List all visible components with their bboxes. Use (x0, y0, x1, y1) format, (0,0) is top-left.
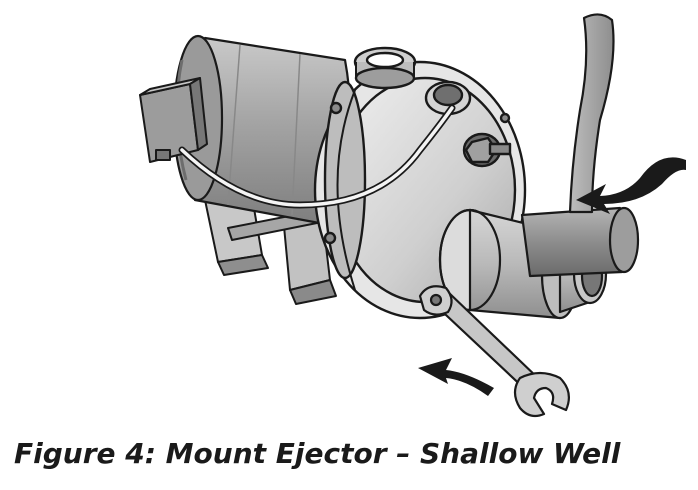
curved-arrow-clockwise-icon (576, 157, 686, 214)
pressure-tube (178, 104, 456, 209)
curved-arrow-counterclockwise-icon (418, 358, 494, 396)
open-end-wrench (418, 285, 571, 418)
suction-pipe (520, 206, 640, 278)
pipe-wrench-handle (568, 13, 615, 214)
switch-box (139, 77, 208, 163)
figure-caption: Figure 4: Mount Ejector – Shallow Well (14, 437, 621, 470)
pump-ejector-illustration (139, 13, 686, 418)
